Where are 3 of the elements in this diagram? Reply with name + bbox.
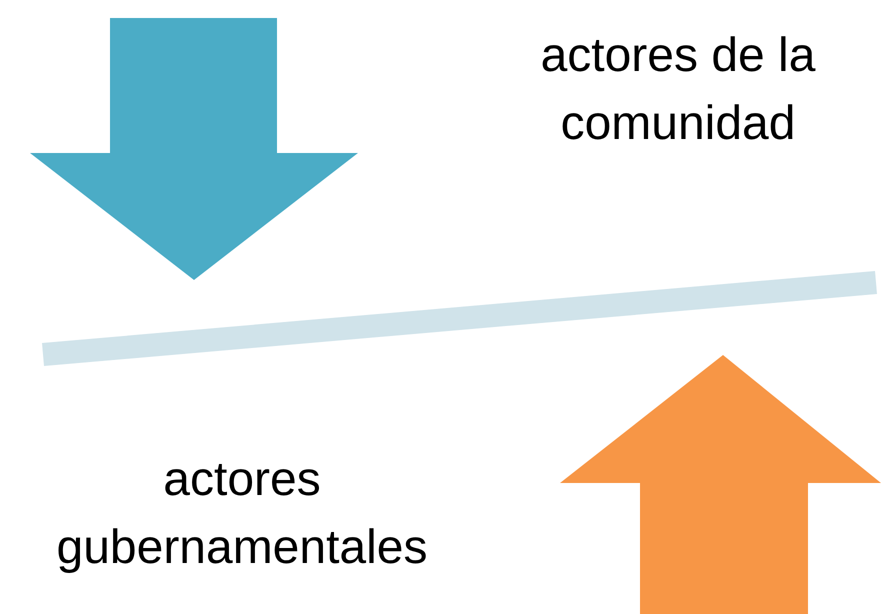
balance-beam [42, 271, 877, 366]
caption-text: actores de la comunidad [540, 28, 816, 152]
caption-text: actores gubernamentales [56, 452, 428, 576]
